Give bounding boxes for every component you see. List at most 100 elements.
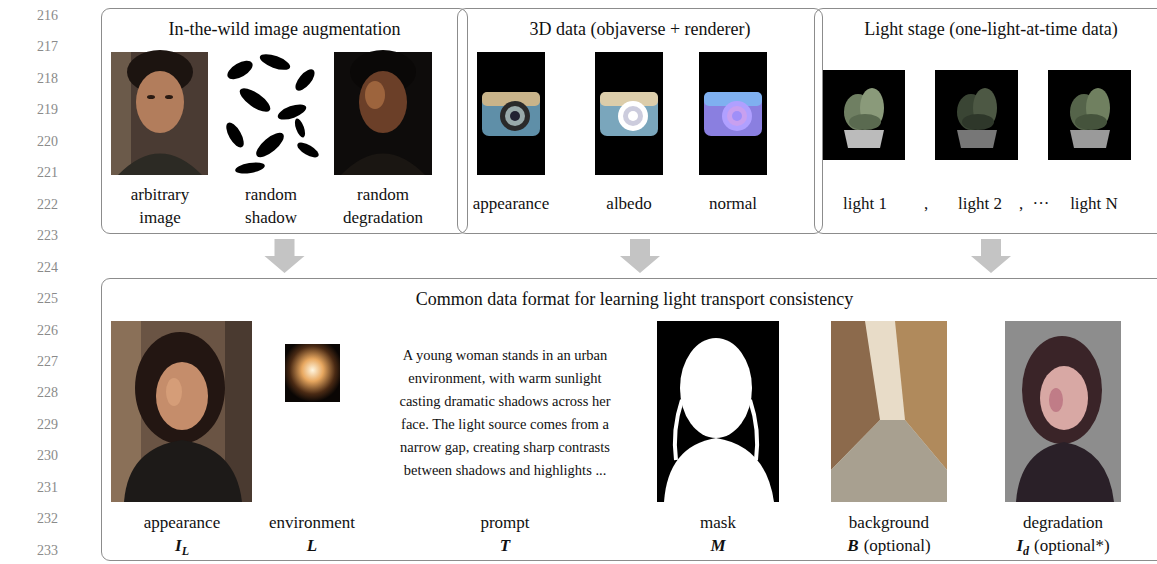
math-symbol: d xyxy=(1023,544,1029,558)
line-number: 229 xyxy=(37,417,58,432)
caption-group: 216 xyxy=(18,3,58,27)
panel-box: Common data format for learning light tr… xyxy=(101,278,1157,561)
caption-group: Id (optional*) xyxy=(1016,534,1109,563)
caption-group: 232 xyxy=(18,506,58,530)
caption-group: arbitrary image xyxy=(119,183,201,229)
caption-group: 222 xyxy=(18,192,58,216)
caption-group: mask xyxy=(700,511,736,534)
math-symbol: I xyxy=(175,536,182,555)
panel-title: Common data format for learning light tr… xyxy=(102,279,1157,310)
caption-group: 224 xyxy=(18,255,58,279)
caption: background xyxy=(849,513,929,532)
caption-group: environment xyxy=(269,511,355,534)
caption: light N xyxy=(1070,194,1118,213)
caption: appearance xyxy=(473,194,549,213)
caption-group: IL xyxy=(175,534,189,563)
math-symbol: I xyxy=(1016,536,1023,555)
caption-group: appearance xyxy=(144,511,220,534)
caption-group: 227 xyxy=(18,349,58,373)
caption-group: random degradation xyxy=(333,183,433,229)
line-number: 231 xyxy=(37,480,58,495)
panel-title: In-the-wild image augmentation xyxy=(102,9,467,40)
caption-group: 219 xyxy=(18,97,58,121)
caption-group: 231 xyxy=(18,475,58,499)
math-symbol: T xyxy=(500,536,510,555)
shadow-mask xyxy=(222,51,321,176)
line-number: 223 xyxy=(37,228,58,243)
portrait-photo xyxy=(111,50,208,175)
caption-group: random shadow xyxy=(230,183,312,229)
woman-photo xyxy=(111,321,252,502)
line-number: 221 xyxy=(37,165,58,180)
caption-group: 221 xyxy=(18,160,58,184)
line-number: 222 xyxy=(37,197,58,212)
caption: normal xyxy=(709,194,757,213)
caption: random shadow xyxy=(245,185,297,227)
caption-group: normal xyxy=(709,192,757,215)
caption: , xyxy=(1019,194,1023,213)
caption-group: background xyxy=(849,511,929,534)
caption: prompt xyxy=(480,513,529,532)
math-symbol: L xyxy=(182,544,189,558)
line-number: 232 xyxy=(37,511,58,526)
caption: random degradation xyxy=(343,185,423,227)
panel-title: Light stage (one-light-at-time data) xyxy=(815,9,1157,40)
line-number: 226 xyxy=(37,323,58,338)
caption: , xyxy=(924,194,928,213)
caption-group: 223 xyxy=(18,223,58,247)
math-symbol: B xyxy=(847,536,858,555)
caption-group: 226 xyxy=(18,318,58,342)
block-arrow xyxy=(265,239,305,273)
caption-group: 229 xyxy=(18,412,58,436)
caption: (optional*) xyxy=(1034,536,1110,555)
caption-group: L xyxy=(307,534,317,557)
line-number: 230 xyxy=(37,448,58,463)
plant-light xyxy=(1048,70,1131,160)
caption-group: light 1 xyxy=(843,192,887,215)
caption-group: 225 xyxy=(18,286,58,310)
block-arrow xyxy=(971,239,1011,273)
panel-title: 3D data (objaverse + renderer) xyxy=(458,9,822,40)
line-number: 227 xyxy=(37,354,58,369)
line-number: 233 xyxy=(37,543,58,558)
line-number: 220 xyxy=(37,134,58,149)
caption: albedo xyxy=(606,194,651,213)
caption-group: albedo xyxy=(606,192,651,215)
caption-group: , xyxy=(1019,192,1023,215)
caption-group: M xyxy=(710,534,725,557)
caption-group: 228 xyxy=(18,380,58,404)
camera-albedo xyxy=(595,52,663,175)
line-number: 217 xyxy=(37,39,58,54)
math-symbol: L xyxy=(307,536,317,555)
camera-appearance xyxy=(477,52,545,175)
environment-map xyxy=(285,344,340,402)
prompt-text: A young woman stands in an urban environ… xyxy=(400,347,611,478)
plant-light xyxy=(935,70,1018,160)
caption: environment xyxy=(269,513,355,532)
street-photo xyxy=(831,321,947,502)
caption-group: 218 xyxy=(18,66,58,90)
line-number: 219 xyxy=(37,102,58,117)
caption: (optional) xyxy=(864,536,931,555)
line-number: 225 xyxy=(37,291,58,306)
caption-group: 220 xyxy=(18,129,58,153)
block-arrow xyxy=(620,239,660,273)
caption-group: ··· xyxy=(1033,192,1050,215)
caption-group: 233 xyxy=(18,538,58,562)
line-number: 216 xyxy=(37,8,58,23)
caption: ··· xyxy=(1033,194,1050,213)
camera-normal xyxy=(699,52,767,175)
caption-group: 230 xyxy=(18,443,58,467)
line-number: 228 xyxy=(37,385,58,400)
line-number: 218 xyxy=(37,71,58,86)
caption-group: degradation xyxy=(1023,511,1103,534)
caption-group: appearance xyxy=(473,192,549,215)
caption-group: 217 xyxy=(18,34,58,58)
caption-group: prompt xyxy=(480,511,529,534)
line-number: 224 xyxy=(37,260,58,275)
caption: appearance xyxy=(144,513,220,532)
degraded-woman xyxy=(1005,321,1121,502)
caption: light 1 xyxy=(843,194,887,213)
